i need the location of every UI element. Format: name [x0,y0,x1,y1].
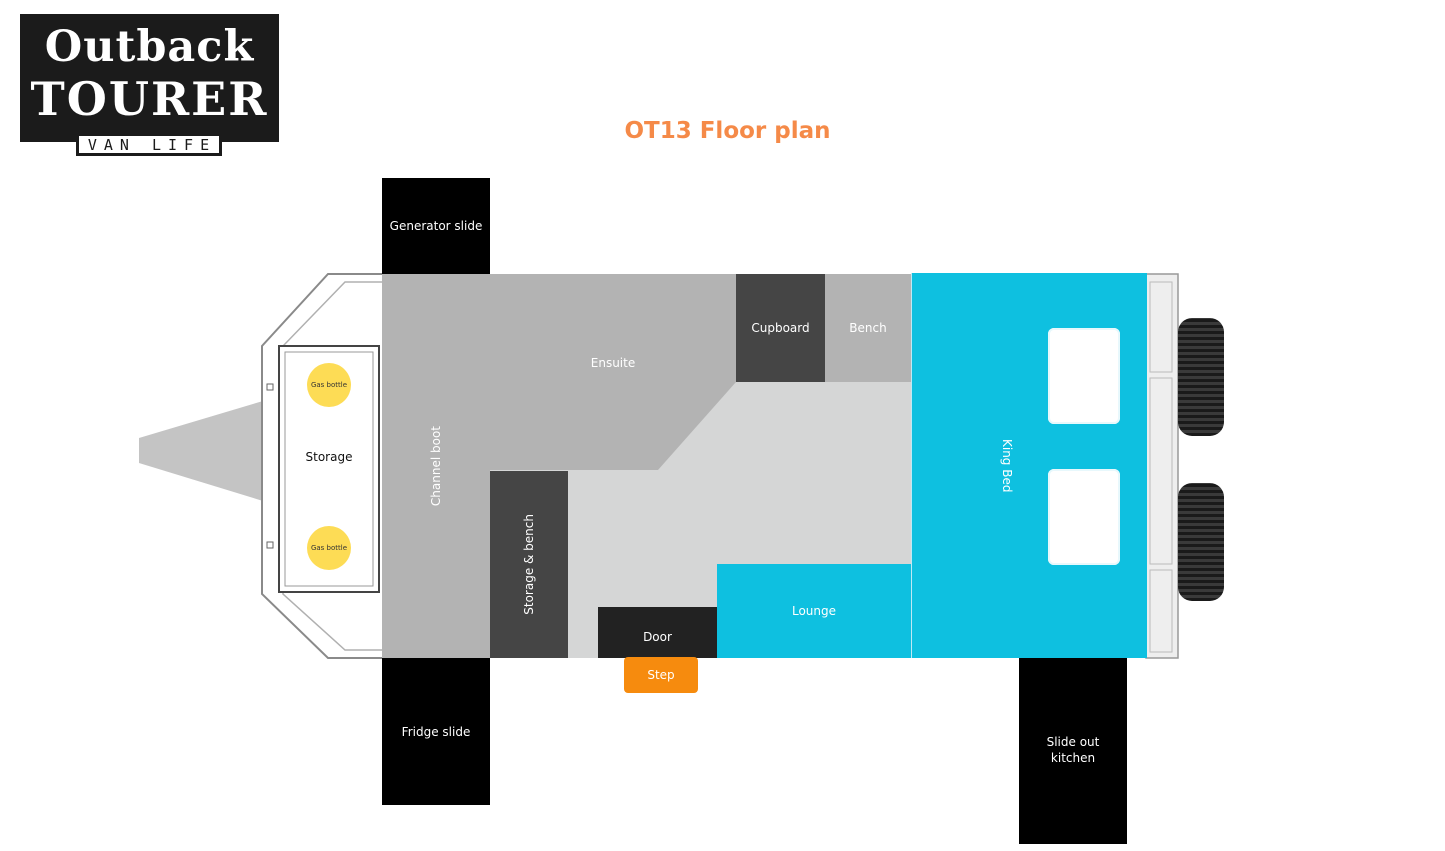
channel-boot-label: Channel boot [429,425,443,507]
gas-bottle-label: Gas bottle [310,544,348,552]
fridge-slide: Fridge slide [382,658,490,805]
logo-tagline: VAN LIFE [76,133,222,156]
page-title: OT13 Floor plan [624,118,831,144]
bench-label: Bench [849,321,887,335]
logo-line-2: TOURER [30,72,269,126]
slide-out-kitchen: Slide out kitchen [1019,658,1127,844]
cupboard: Cupboard [736,274,825,382]
gas-bottle-top: Gas bottle [307,363,351,407]
logo-line-1: Outback [44,22,255,72]
fridge-slide-label: Fridge slide [401,724,471,739]
ensuite [490,274,736,470]
ensuite-label: Ensuite [590,356,636,370]
door-label: Door [643,629,672,644]
rear-chassis [1145,273,1179,659]
slide-out-kitchen-label: Slide out kitchen [1046,735,1100,765]
channel-boot: Channel boot [382,274,490,658]
step: Step [624,657,698,693]
a-frame-outer [261,273,382,659]
bench: Bench [825,274,911,382]
tyre-icon [1178,318,1224,436]
king-bed: King Bed [911,273,1147,658]
gas-bottle-label: Gas bottle [310,381,348,389]
storage-bench-label: Storage & bench [522,514,536,615]
pillow [1048,328,1120,424]
lounge-label: Lounge [791,604,837,618]
tyre-icon [1178,483,1224,601]
gas-bottle-bottom: Gas bottle [307,526,351,570]
storage-and-bench: Storage & bench [490,471,568,658]
lounge: Lounge [717,564,911,658]
drawbar [139,401,263,501]
pillow [1048,469,1120,565]
cupboard-label: Cupboard [751,321,810,335]
generator-slide: Generator slide [382,178,490,274]
brand-logo: Outback TOURER [20,14,279,142]
door: Door [598,607,717,658]
storage-label: Storage [305,450,353,464]
step-label: Step [647,668,675,682]
king-bed-label: King Bed [1000,438,1014,493]
front-storage: Storage [285,440,373,474]
generator-slide-label: Generator slide [389,219,483,233]
